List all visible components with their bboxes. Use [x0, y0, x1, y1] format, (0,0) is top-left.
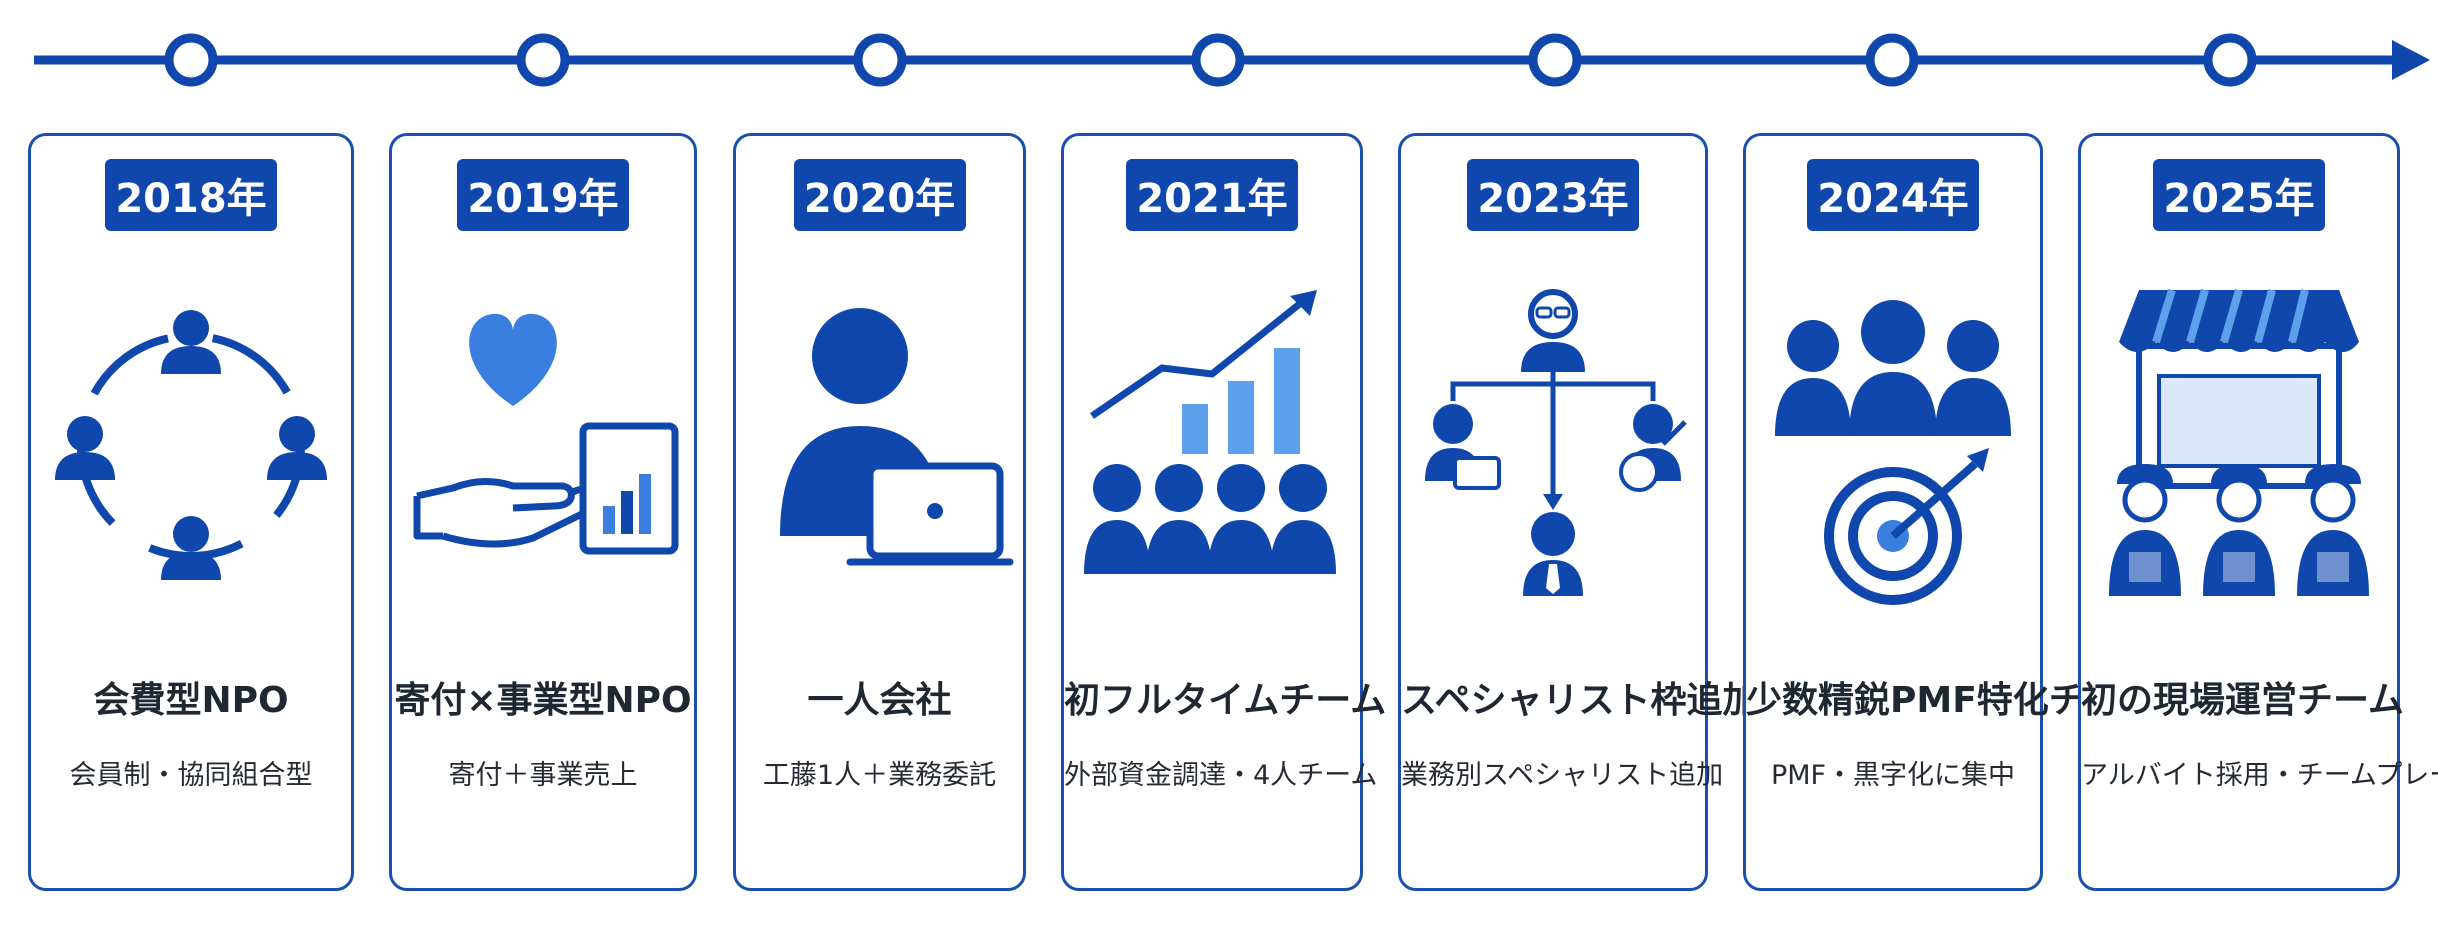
- heart-icon: [469, 313, 557, 406]
- person-laptop-icon: [779, 308, 1013, 566]
- step-subtitle: PMF・黒字化に集中: [1770, 760, 2016, 791]
- timeline-card-2019: 2019年 寄付×事業型NPO 寄付＋事業売上: [389, 133, 697, 891]
- target-icon: [1824, 467, 1962, 605]
- step-title: 寄付×事業型NPO: [394, 680, 692, 721]
- step-title: スペシャリスト枠追加: [1401, 680, 1759, 721]
- timeline-node-2021: [1191, 33, 1245, 87]
- team-target-icon: [1775, 300, 2011, 605]
- step-subtitle: 寄付＋事業売上: [448, 760, 638, 791]
- step-title: 初フルタイムチーム: [1064, 680, 1387, 721]
- timeline-card-2023: 2023年 スペシャリスト枠追加 業務別スペシャリスト追加: [1398, 133, 1759, 891]
- palette-icon: [1619, 452, 1659, 492]
- year-badge: 2024年: [1807, 159, 1979, 231]
- year-badge: 2020年: [793, 159, 966, 231]
- year-badge: 2025年: [2153, 159, 2325, 231]
- timeline-track: [34, 33, 2430, 87]
- growth-team-icon: [1084, 290, 1336, 574]
- step-title: 会費型NPO: [93, 680, 289, 721]
- step-subtitle: 外部資金調達・4人チーム: [1064, 760, 1378, 791]
- year-badge: 2023年: [1467, 159, 1639, 231]
- timeline-node-2020: [853, 33, 907, 87]
- step-title: 少数精鋭PMF特化チーム: [1746, 680, 2156, 721]
- timeline-node-2019: [516, 33, 570, 87]
- heart-hand-chart-icon: [413, 313, 679, 555]
- step-subtitle: 業務別スペシャリスト追加: [1401, 760, 1724, 791]
- step-subtitle: 会員制・協同組合型: [69, 760, 313, 791]
- timeline-card-2021: 2021年 初フルタイムチーム 外部資金調達・4人チーム: [1061, 133, 1387, 891]
- laptop-icon: [1453, 456, 1501, 490]
- step-subtitle: 工藤1人＋業務委託: [762, 760, 997, 791]
- step-title: 初の現場運営チーム: [2081, 680, 2404, 721]
- timeline-node-2024: [1865, 33, 1919, 87]
- timeline-node-2018: [164, 33, 218, 87]
- year-badge: 2021年: [1126, 159, 1298, 231]
- year-badge: 2018年: [105, 159, 277, 231]
- year-badge: 2019年: [457, 159, 629, 231]
- open-hand-icon: [413, 478, 600, 548]
- timeline-node-2025: [2203, 33, 2257, 87]
- timeline-card-2024: 2024年 少数精鋭PMF特化チーム PMF・黒字化に集中: [1743, 133, 2156, 891]
- org-specialists-icon: [1425, 289, 1687, 596]
- timeline-arrowhead: [2392, 40, 2430, 80]
- timeline-card-2020: 2020年 一人会社 工藤1人＋業務委託: [733, 133, 1026, 891]
- timeline-card-2025: 2025年 初の現場運営チーム アルバイト採用・チームプレー: [2078, 133, 2438, 891]
- trend-arrow-icon: [1090, 295, 1310, 419]
- timeline-node-2023: [1528, 33, 1582, 87]
- step-subtitle: アルバイト採用・チームプレー: [2081, 760, 2438, 791]
- tie-icon: [1546, 564, 1560, 594]
- timeline-card-2018: 2018年 会費型NPO 会員制・協同組合型: [28, 133, 354, 891]
- community-circle-icon: [55, 310, 327, 580]
- storefront-staff-icon: [2109, 288, 2369, 596]
- step-title: 一人会社: [807, 680, 952, 721]
